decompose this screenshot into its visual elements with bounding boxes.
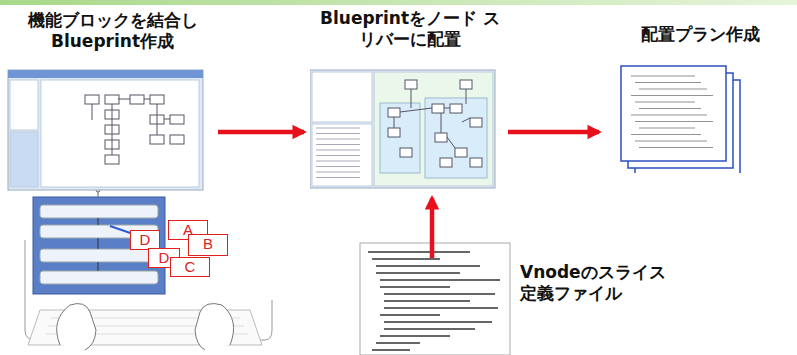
definition-file — [360, 243, 510, 355]
block-letter: C — [170, 257, 210, 277]
block-letter: B — [188, 234, 228, 256]
flow-arrow — [218, 130, 304, 135]
definition-file-box: Vnodeのスライス 定義ファイル — [520, 262, 680, 322]
flow-arrow — [430, 198, 435, 258]
blueprint-step: 機能ブロックを結合し Blueprint作成 — [5, 10, 220, 195]
placement-step: Blueprintをノード スリバーに配置 — [310, 8, 510, 190]
flow-arrow — [508, 130, 599, 135]
tablet-illustration — [25, 188, 272, 350]
step-heading: 機能ブロックを結合し Blueprint作成 — [10, 10, 215, 52]
step-heading: Blueprintをノード スリバーに配置 — [315, 8, 505, 50]
block-letter: D — [130, 230, 160, 250]
step-heading: Vnodeのスライス 定義ファイル — [520, 262, 680, 304]
plan-step: 配置プラン作成 — [605, 18, 795, 173]
step-heading: 配置プラン作成 — [610, 24, 790, 45]
top-bar — [0, 0, 797, 5]
